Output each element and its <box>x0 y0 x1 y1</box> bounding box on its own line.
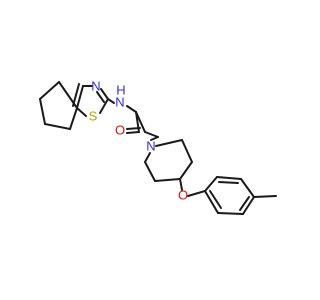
bond <box>107 98 115 104</box>
atom-label: O <box>178 187 188 202</box>
atom-n-thiazole: N <box>91 78 100 93</box>
atom-label: H <box>116 82 125 97</box>
bond <box>39 98 46 125</box>
bond <box>69 107 78 130</box>
bond <box>239 196 250 211</box>
bond <box>204 176 218 192</box>
atom-label: N <box>115 94 124 109</box>
bond <box>100 88 109 100</box>
bond <box>44 123 71 130</box>
atom-label: N <box>91 78 100 93</box>
atom-s-thiazole: S <box>89 108 98 123</box>
ether-linkage <box>179 178 206 197</box>
atom-o-carbonyl: O <box>115 122 125 137</box>
bond <box>204 190 219 214</box>
bond <box>242 196 255 215</box>
bond <box>155 139 183 147</box>
bond <box>96 91 105 103</box>
atom-n-amide: N H <box>115 82 125 109</box>
bond <box>126 131 140 134</box>
cyclopentane-ring <box>39 81 78 130</box>
bond <box>217 212 244 215</box>
atom-label: N <box>146 138 155 153</box>
atom-n-piperidine: N <box>146 138 155 153</box>
thiazole-ring <box>72 83 109 117</box>
bond <box>144 131 159 138</box>
bond <box>144 161 156 182</box>
bond <box>144 152 151 163</box>
molecule-structure: N S N H O N O <box>39 78 277 215</box>
bond <box>179 178 183 191</box>
bond <box>76 107 87 117</box>
bond <box>187 190 206 197</box>
bond <box>135 111 146 133</box>
benzene-ring <box>204 176 255 215</box>
bond <box>181 139 193 163</box>
bond <box>154 178 181 182</box>
bond <box>150 136 159 141</box>
molecule-canvas: N S N H O N O <box>39 78 277 215</box>
bond <box>218 181 239 184</box>
bond <box>209 190 222 209</box>
bond <box>179 161 193 180</box>
bond <box>126 127 141 130</box>
bond <box>99 98 109 114</box>
methyl-bond <box>253 195 277 198</box>
atom-o-ether: O <box>178 187 188 202</box>
piperidine-ring <box>144 139 193 182</box>
bond <box>126 105 137 113</box>
bond <box>72 83 80 107</box>
bond <box>240 178 255 198</box>
bond <box>39 81 60 100</box>
amide-linker <box>107 98 159 141</box>
bond <box>216 176 242 180</box>
atom-label: O <box>115 122 125 137</box>
atom-label: S <box>89 108 98 123</box>
bond <box>76 85 84 109</box>
